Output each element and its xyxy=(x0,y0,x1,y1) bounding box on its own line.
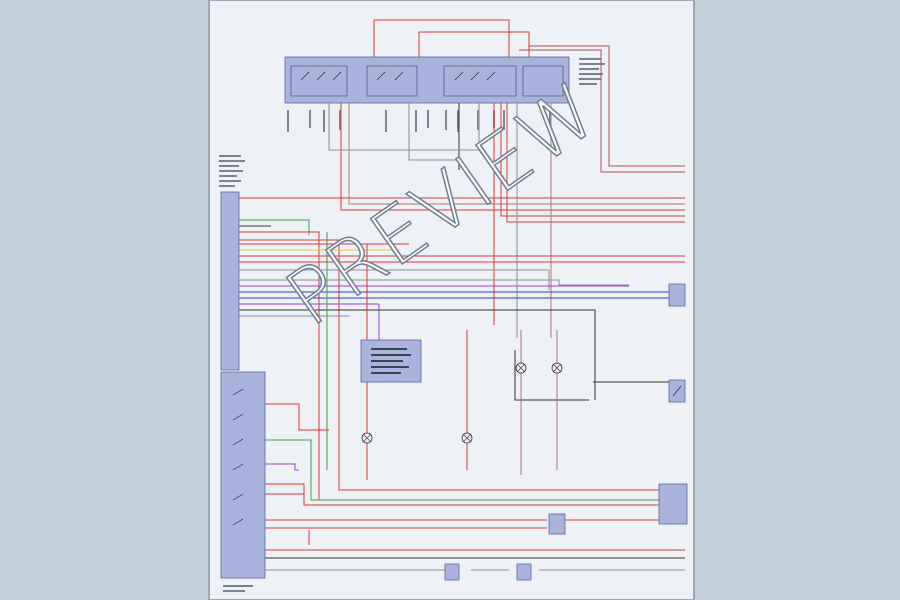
center-relay-box xyxy=(360,339,422,383)
wiring-diagram xyxy=(209,0,694,600)
low-lamp-right xyxy=(551,362,563,374)
light-switch-panel xyxy=(220,371,266,592)
switch-right xyxy=(668,379,686,403)
relay-switch-icon xyxy=(300,71,496,81)
ground-2 xyxy=(516,563,532,581)
right-lamp xyxy=(461,432,473,444)
control-module-left xyxy=(219,155,245,371)
relay-pin-labels xyxy=(287,110,551,132)
ground-1 xyxy=(444,563,460,581)
small-box-bottom xyxy=(548,513,566,535)
switch-contact-icon xyxy=(232,388,244,526)
module-bottom-right xyxy=(658,483,688,525)
switch-contact-icon xyxy=(672,385,682,397)
left-lamp xyxy=(361,432,373,444)
right-connector xyxy=(668,283,686,307)
low-lamp-left xyxy=(515,362,527,374)
relay-label-block xyxy=(579,58,605,85)
wiring-diagram-sheet xyxy=(208,0,695,600)
relay-block-top xyxy=(284,56,570,104)
wires xyxy=(239,19,685,571)
